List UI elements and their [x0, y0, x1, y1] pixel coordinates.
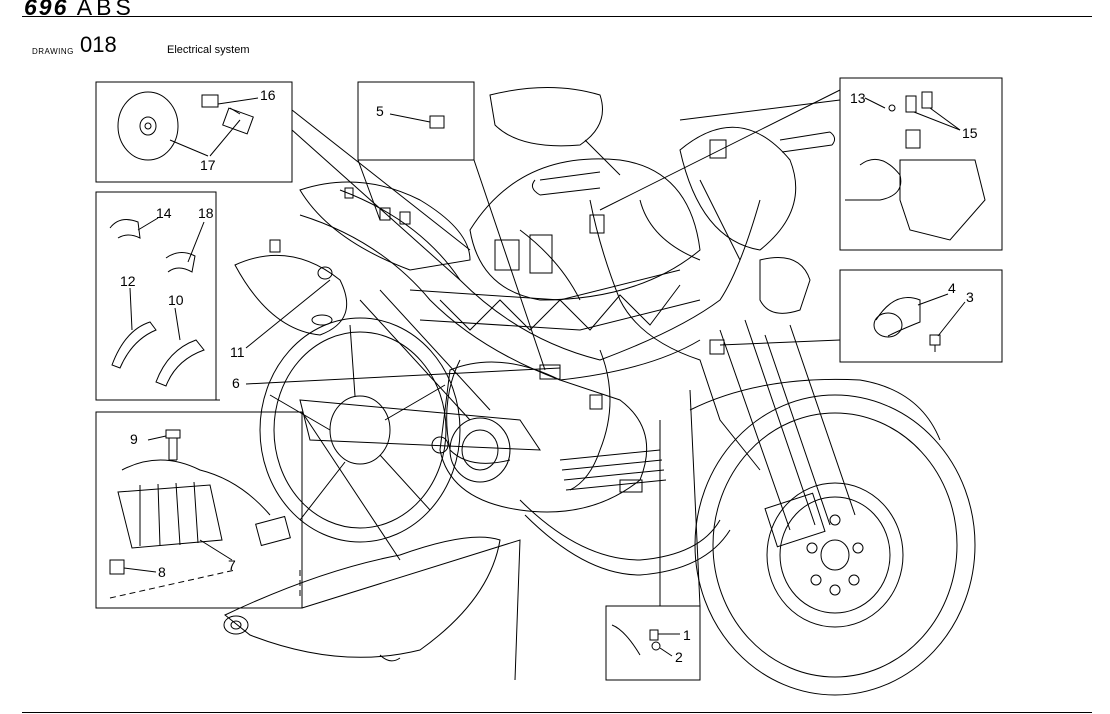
wiring-harness [269, 139, 761, 491]
voltage-regulator-7 [117, 459, 291, 549]
drawing-title: Electrical system [167, 44, 250, 56]
seat-tail [299, 181, 471, 271]
detail-box-regulator [95, 411, 303, 609]
cable-tie-10 [155, 339, 205, 387]
detail-box-cd [95, 81, 293, 183]
callout-4: 4 [948, 280, 956, 296]
callout-13: 13 [850, 90, 866, 106]
detail-box-horn [839, 269, 1003, 363]
handlebar-right [779, 131, 836, 153]
drawing-label: DRAWING [32, 47, 74, 56]
callout-2: 2 [675, 649, 683, 665]
header-divider [22, 16, 1092, 17]
detail-box-ground [605, 605, 701, 681]
callout-7: 7 [228, 557, 236, 573]
rear-tail-cover [234, 254, 348, 336]
model-number: 696 [24, 0, 69, 20]
callout-12: 12 [120, 273, 136, 289]
callout-15: 15 [962, 125, 978, 141]
drawing-number: 018 [80, 32, 117, 57]
mirror [489, 87, 603, 147]
front-wheel [694, 394, 976, 696]
footer-divider [22, 712, 1092, 713]
cable-tie-12 [111, 321, 157, 369]
callout-16: 16 [260, 87, 276, 103]
bolt-9 [165, 429, 181, 461]
detail-box-fuse [357, 81, 475, 161]
model-title: 696 ABS [24, 0, 135, 21]
detail-box-clamps [95, 191, 217, 401]
callout-5: 5 [376, 103, 384, 119]
clip-14 [109, 219, 141, 239]
headlight-cover [679, 126, 797, 251]
connector-16 [201, 94, 254, 135]
clip-18 [165, 252, 196, 273]
callout-11: 11 [230, 344, 245, 360]
relay-bracket [845, 91, 986, 241]
handlebar-left [531, 171, 601, 196]
trellis-frame [359, 269, 701, 421]
callout-6: 6 [232, 375, 240, 391]
detail-box-relay [839, 77, 1003, 251]
callout-3: 3 [966, 289, 974, 305]
callout-14: 14 [156, 205, 172, 221]
cd-disc [117, 91, 179, 161]
callout-labels: 1 2 3 4 5 6 7 8 9 10 11 12 13 14 15 16 1… [120, 87, 978, 665]
callout-9: 9 [130, 431, 138, 447]
exhaust-pipe [519, 499, 731, 576]
callout-1: 1 [683, 627, 691, 643]
callout-10: 10 [168, 292, 184, 308]
callout-17: 17 [200, 157, 216, 173]
callout-18: 18 [198, 205, 214, 221]
ground-bolt [611, 624, 661, 656]
fuse-5 [429, 115, 445, 129]
front-fender [689, 378, 941, 441]
rear-wheel [259, 317, 461, 543]
fuel-tank [469, 158, 701, 301]
motorcycle-illustration [223, 87, 976, 696]
model-suffix: ABS [76, 0, 135, 20]
nut-8 [109, 559, 125, 575]
swingarm [299, 399, 541, 451]
front-forks [719, 319, 856, 548]
belly-pan [224, 536, 501, 658]
horn-4 [873, 297, 941, 352]
callout-8: 8 [158, 564, 166, 580]
